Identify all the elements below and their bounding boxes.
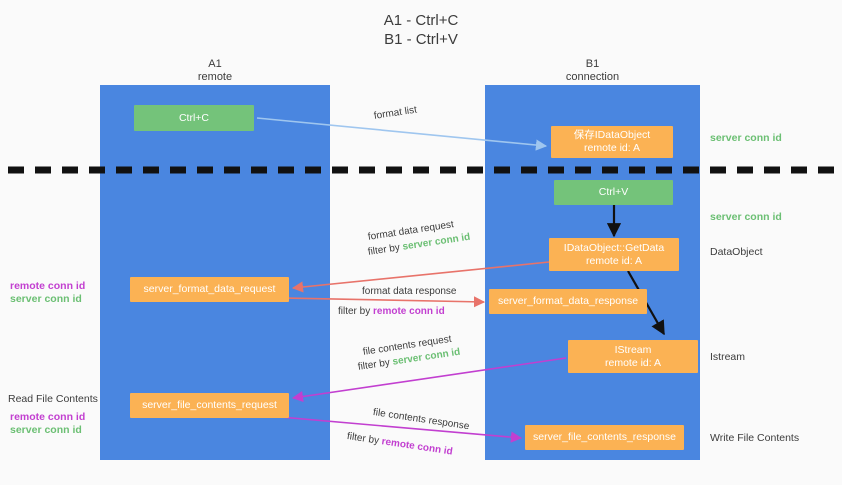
node-server-file-contents-request-label: server_file_contents_request: [142, 399, 277, 411]
label-read-file-contents: Read File Contents: [8, 393, 98, 405]
node-ctrl-c[interactable]: Ctrl+C: [134, 105, 254, 131]
label-istream: Istream: [710, 351, 746, 363]
lane-header-a1: A1 remote: [100, 58, 330, 84]
node-save-idataobject-sub: remote id: A: [583, 142, 641, 154]
node-save-idataobject-label: 保存IDataObject: [573, 129, 651, 141]
label-server-conn-id-mid: server conn id: [710, 211, 782, 223]
lane-header-b1-sub: connection: [565, 71, 620, 83]
label-write-file-contents: Write File Contents: [710, 432, 800, 444]
node-istream-sub: remote id: A: [604, 356, 662, 369]
label-server-conn-id-left-mid: server conn id: [10, 293, 82, 305]
label-server-conn-id-top: server conn id: [710, 132, 782, 144]
caption-file-contents-response: file contents response: [372, 406, 471, 433]
page-title-line1: A1 - Ctrl+C: [383, 12, 459, 29]
lane-header-a1-name: A1: [208, 58, 222, 70]
node-idataobject-getdata-label: IDataObject::GetData: [563, 241, 665, 254]
label-remote-conn-id-mid: remote conn id: [10, 280, 86, 292]
node-server-format-data-request[interactable]: server_format_data_request: [130, 277, 289, 302]
caption-file-contents-response-filter: filter by remote conn id: [346, 430, 454, 460]
label-dataobject: DataObject: [710, 246, 763, 258]
node-server-file-contents-response-label: server_file_contents_response: [532, 431, 676, 443]
caption-file-contents-response-filter-prefix: filter by: [346, 430, 383, 448]
caption-format-data-response-filter-prefix: filter by: [338, 306, 374, 317]
node-ctrl-v[interactable]: Ctrl+V: [554, 180, 673, 205]
caption-format-data-response: format data response: [362, 286, 457, 297]
node-idataobject-getdata[interactable]: IDataObject::GetData remote id: A: [549, 238, 679, 271]
caption-format-data-response-filter-token: remote conn id: [373, 306, 445, 317]
node-server-file-contents-request[interactable]: server_file_contents_request: [130, 393, 289, 418]
node-istream-label: IStream: [614, 343, 652, 356]
node-server-format-data-request-label: server_format_data_request: [143, 283, 276, 295]
node-save-idataobject[interactable]: 保存IDataObject remote id: A: [551, 126, 673, 158]
caption-file-contents-request-filter-prefix: filter by: [357, 356, 394, 373]
node-server-format-data-response[interactable]: server_format_data_response: [489, 289, 647, 314]
node-server-format-data-response-label: server_format_data_response: [497, 295, 639, 307]
caption-file-contents-response-filter-token: remote conn id: [380, 436, 454, 458]
caption-format-list: format list: [373, 104, 418, 122]
node-ctrl-v-label: Ctrl+V: [598, 186, 629, 198]
lane-header-b1: B1 connection: [485, 58, 700, 84]
node-idataobject-getdata-sub: remote id: A: [585, 254, 643, 267]
label-server-conn-id-bottom: server conn id: [10, 424, 82, 436]
lane-header-a1-sub: remote: [197, 71, 233, 83]
page-title-line2: B1 - Ctrl+V: [384, 31, 458, 48]
label-remote-conn-id-bottom: remote conn id: [10, 411, 86, 423]
node-server-file-contents-response[interactable]: server_file_contents_response: [525, 425, 684, 450]
node-istream[interactable]: IStream remote id: A: [568, 340, 698, 373]
lane-header-b1-name: B1: [585, 58, 600, 70]
node-ctrl-c-label: Ctrl+C: [178, 111, 210, 124]
caption-format-data-response-filter: filter by remote conn id: [338, 305, 445, 319]
caption-format-data-request-filter-prefix: filter by: [367, 241, 404, 258]
